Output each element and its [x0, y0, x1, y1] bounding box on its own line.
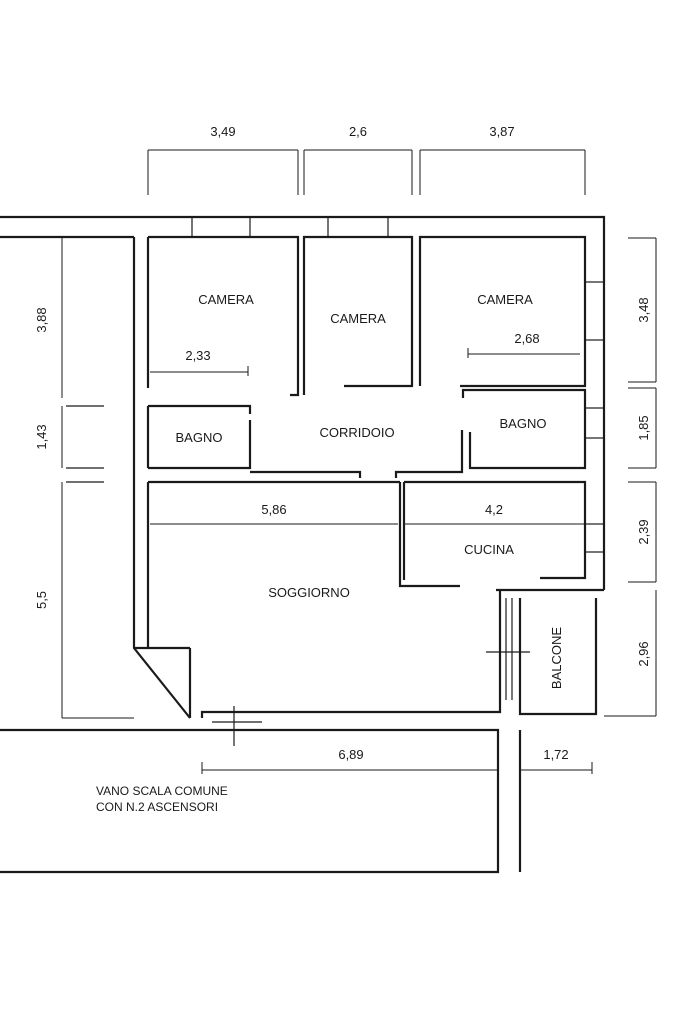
bagno-1-bottom-wall — [148, 420, 252, 470]
bagno-1-top-wall — [148, 404, 252, 414]
dim-right-2: 1,85 — [636, 415, 651, 440]
dim-camera-1-inner: 2,33 — [185, 348, 210, 363]
corridor-bottom-left — [250, 470, 362, 478]
dim-bottom-2: 1,72 — [543, 747, 568, 762]
dim-right-4: 2,96 — [636, 641, 651, 666]
camera-1-right-wall — [148, 235, 300, 397]
dim-left-1: 3,88 — [34, 307, 49, 332]
soggiorno-bottom-wall — [200, 590, 502, 718]
room-soggiorno: SOGGIORNO — [268, 585, 350, 600]
dim-right-3: 2,39 — [636, 519, 651, 544]
dimension-labels: 3,49 2,6 3,87 3,88 1,43 5,5 3,48 1,85 2,… — [34, 124, 651, 762]
room-camera-2: CAMERA — [330, 311, 386, 326]
dim-top-1: 3,49 — [210, 124, 235, 139]
windows — [191, 216, 605, 746]
room-labels: CAMERA CAMERA CAMERA BAGNO CORRIDOIO BAG… — [176, 292, 564, 689]
dim-left-3: 5,5 — [34, 591, 49, 609]
balcony-walls — [518, 598, 598, 716]
dim-cucina-inner: 4,2 — [485, 502, 503, 517]
stair-block — [0, 728, 500, 874]
room-camera-1: CAMERA — [198, 292, 254, 307]
dim-left-2: 1,43 — [34, 424, 49, 449]
camera-3-walls — [418, 235, 587, 388]
room-bagno-2: BAGNO — [500, 416, 547, 431]
stair-note-line-1: VANO SCALA COMUNE — [96, 784, 228, 798]
window-camera-2 — [327, 216, 389, 238]
dim-bottom-1: 6,89 — [338, 747, 363, 762]
window-bagno-2 — [584, 407, 605, 439]
dim-soggiorno-inner: 5,86 — [261, 502, 286, 517]
window-camera-3 — [584, 281, 605, 341]
stair-note: VANO SCALA COMUNE CON N.2 ASCENSORI — [96, 784, 228, 814]
cucina-left-wall — [398, 482, 460, 588]
dimension-lines — [61, 149, 657, 774]
camera-2-walls — [302, 235, 414, 395]
dim-right-1: 3,48 — [636, 297, 651, 322]
window-camera-1 — [191, 216, 251, 238]
corridor-bottom-right — [394, 430, 464, 478]
window-cucina — [584, 523, 605, 553]
stair-note-line-2: CON N.2 ASCENSORI — [96, 800, 218, 814]
room-camera-3: CAMERA — [477, 292, 533, 307]
room-bagno-1: BAGNO — [176, 430, 223, 445]
room-balcone: BALCONE — [549, 627, 564, 689]
room-corridoio: CORRIDOIO — [319, 425, 394, 440]
dim-camera-3-inner: 2,68 — [514, 331, 539, 346]
room-cucina: CUCINA — [464, 542, 514, 557]
outer-wall-top — [0, 215, 606, 590]
cucina-walls — [404, 480, 587, 580]
dim-top-2: 2,6 — [349, 124, 367, 139]
dim-top-3: 3,87 — [489, 124, 514, 139]
left-inner-wall — [132, 237, 191, 719]
